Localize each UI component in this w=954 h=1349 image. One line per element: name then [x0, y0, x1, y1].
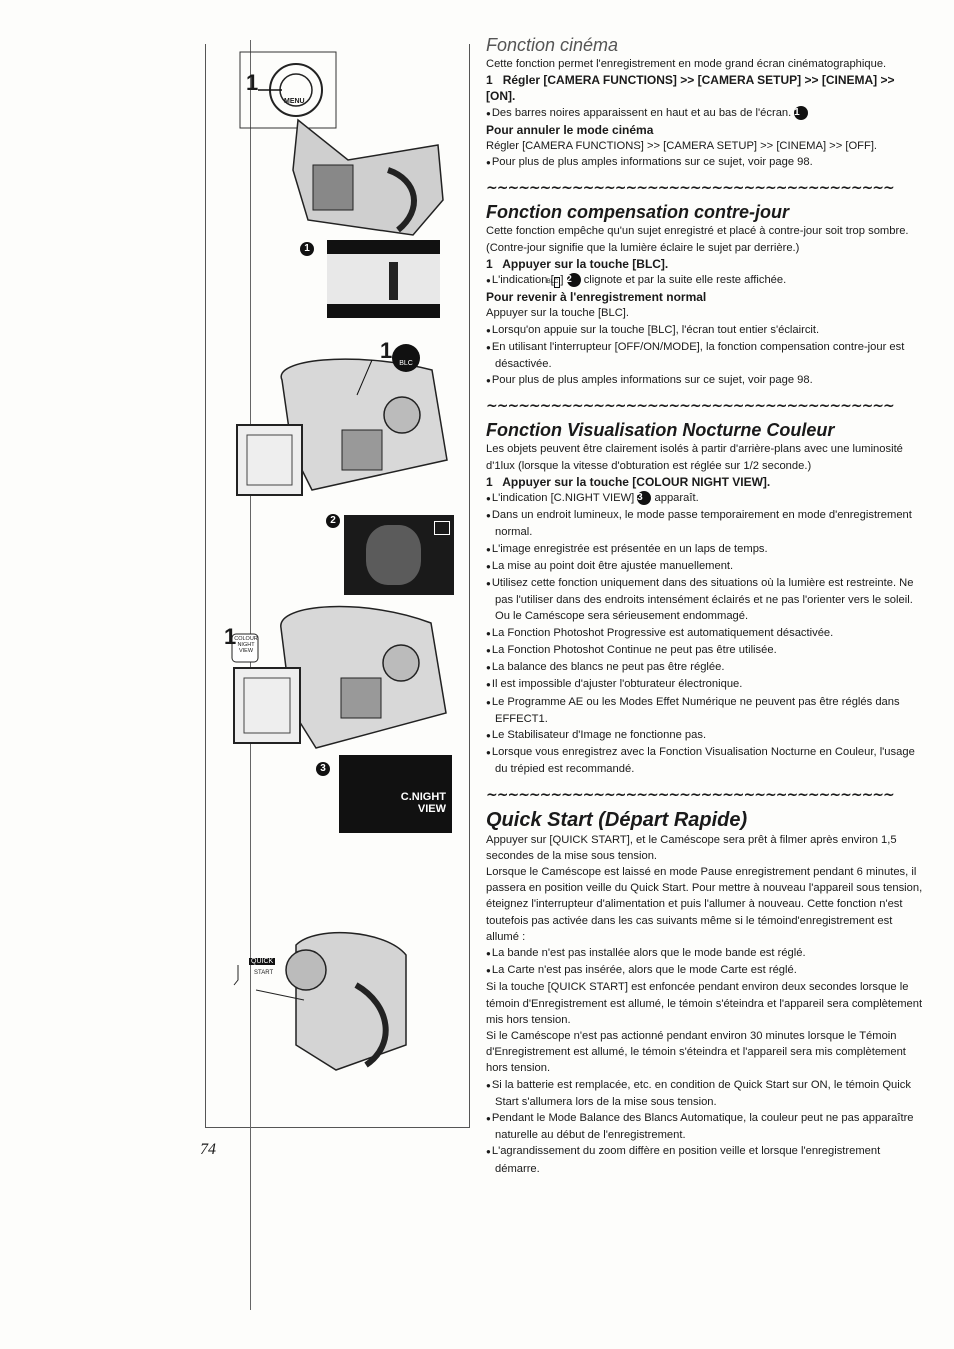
- step-callout-blc: 1: [380, 338, 393, 363]
- quick-bullet: Pendant le Mode Balance des Blancs Autom…: [486, 1110, 926, 1143]
- night-bullet: Il est impossible d'ajuster l'obturateur…: [486, 676, 926, 693]
- backlight-bullet: En utilisant l'interrupteur [OFF/ON/MODE…: [486, 339, 926, 372]
- cinema-note: Des barres noires apparaissent en haut e…: [486, 105, 926, 122]
- ref-badge-1: 1: [300, 240, 314, 258]
- section-title-quick: Quick Start (Départ Rapide): [486, 808, 748, 831]
- camcorder-quickstart-illustration: [233, 931, 407, 1071]
- night-step-1: 1 Appuyer sur la touche [COLOUR NIGHT VI…: [486, 474, 771, 489]
- divider-wave: ~~~~~~~~~~~~~~~~~~~~~~~~~~~~~~~~~~~~~~: [486, 787, 895, 802]
- illustration-frame: [205, 44, 470, 1128]
- night-bullet: La Fonction Photoshot Progressive est au…: [486, 625, 926, 642]
- night-bullet: Le Stabilisateur d'Image ne fonctionne p…: [486, 727, 926, 744]
- blc-icon: BLC: [547, 277, 561, 289]
- backlight-note: L'indication [BLC] 2 clignote et par la …: [486, 272, 926, 289]
- cinema-intro: Cette fonction permet l'enregistrement e…: [486, 58, 887, 70]
- step-callout-night: 1: [224, 624, 237, 649]
- page-number: 74: [200, 1141, 216, 1158]
- backlight-return-text: Appuyer sur la touche [BLC].: [486, 307, 630, 320]
- ref-badge-2: 2: [326, 512, 340, 530]
- camcorder-nightview-illustration: [231, 605, 447, 749]
- divider-wave: ~~~~~~~~~~~~~~~~~~~~~~~~~~~~~~~~~~~~~~: [486, 399, 895, 414]
- night-bullet: Dans un endroit lumineux, le mode passe …: [486, 507, 926, 540]
- camcorder-menu-illustration: [239, 51, 444, 236]
- cinema-cancel-heading: Pour annuler le mode cinéma: [486, 122, 654, 137]
- divider-wave: ~~~~~~~~~~~~~~~~~~~~~~~~~~~~~~~~~~~~~~: [486, 181, 895, 196]
- quick-bullet: L'agrandissement du zoom diffère en posi…: [486, 1143, 926, 1176]
- night-bullet: Lorsque vous enregistrez avec la Fonctio…: [486, 744, 926, 777]
- quick-para: Si la touche [QUICK START] est enfoncée …: [486, 981, 923, 1026]
- ref-badge-3: 3: [316, 760, 330, 778]
- section-title-backlight: Fonction compensation contre-jour: [486, 202, 790, 223]
- night-bullet: La mise au point doit être ajustée manue…: [486, 558, 926, 575]
- backlight-intro: Cette fonction empêche qu'un sujet enreg…: [486, 225, 909, 254]
- quick-bullet: La Carte n'est pas insérée, alors que le…: [486, 962, 926, 979]
- night-note: L'indication [C.NIGHT VIEW] 3 apparaît.: [486, 490, 926, 507]
- night-bullet: L'image enregistrée est présentée en un …: [486, 541, 926, 558]
- blc-button-icon: BLC: [392, 344, 420, 372]
- backlight-step-1: 1 Appuyer sur la touche [BLC].: [486, 256, 669, 271]
- night-bullet: Le Programme AE ou les Modes Effet Numér…: [486, 694, 926, 727]
- backlight-return-heading: Pour revenir à l'enregistrement normal: [486, 290, 707, 305]
- camcorder-blc-illustration: [236, 358, 448, 496]
- step-callout-1: 1: [246, 70, 259, 95]
- menu-label: MENU: [284, 98, 305, 105]
- section-title-cinema: Fonction cinéma: [486, 35, 619, 55]
- quick-start-label: START: [254, 970, 274, 976]
- blc-indicator-icon: [434, 521, 450, 535]
- cinema-step-1: 1 Régler [CAMERA FUNCTIONS] >> [CAMERA S…: [486, 73, 895, 104]
- quick-para: Lorsque le Caméscope est laissé en mode …: [486, 865, 923, 943]
- backlight-bullet: Lorsqu'on appuie sur la touche [BLC], l'…: [486, 322, 926, 339]
- night-intro: Les objets peuvent être clairement isolé…: [486, 443, 903, 472]
- blc-screen: [344, 515, 454, 595]
- night-bullet: Utilisez cette fonction uniquement dans …: [486, 575, 926, 625]
- night-bullet: La balance des blancs ne peut pas être r…: [486, 659, 926, 676]
- text-column: Fonction cinéma Cette fonction permet l'…: [486, 34, 926, 1177]
- quick-para: Appuyer sur [QUICK START], et le Camésco…: [486, 833, 897, 862]
- backlight-bullet: Pour plus de plus amples informations su…: [486, 372, 926, 389]
- quick-para: Si le Caméscope n'est pas actionné penda…: [486, 1029, 906, 1075]
- cinema-more: Pour plus de plus amples informations su…: [486, 154, 926, 171]
- cinema-screen: [327, 240, 440, 318]
- c-night-view-indicator: C.NIGHT VIEW: [400, 791, 446, 815]
- quick-bullet: La bande n'est pas installée alors que l…: [486, 945, 926, 962]
- colour-night-view-button: COLOUR NIGHT VIEW: [234, 636, 258, 654]
- night-screen: C.NIGHT VIEW: [339, 755, 452, 833]
- night-bullet: La Fonction Photoshot Continue ne peut p…: [486, 642, 926, 659]
- quick-start-button: QUICK: [249, 958, 276, 965]
- cinema-cancel-text: Régler [CAMERA FUNCTIONS] >> [CAMERA SET…: [486, 140, 878, 153]
- quick-bullet: Si la batterie est remplacée, etc. en co…: [486, 1077, 926, 1110]
- section-title-night: Fonction Visualisation Nocturne Couleur: [486, 420, 835, 441]
